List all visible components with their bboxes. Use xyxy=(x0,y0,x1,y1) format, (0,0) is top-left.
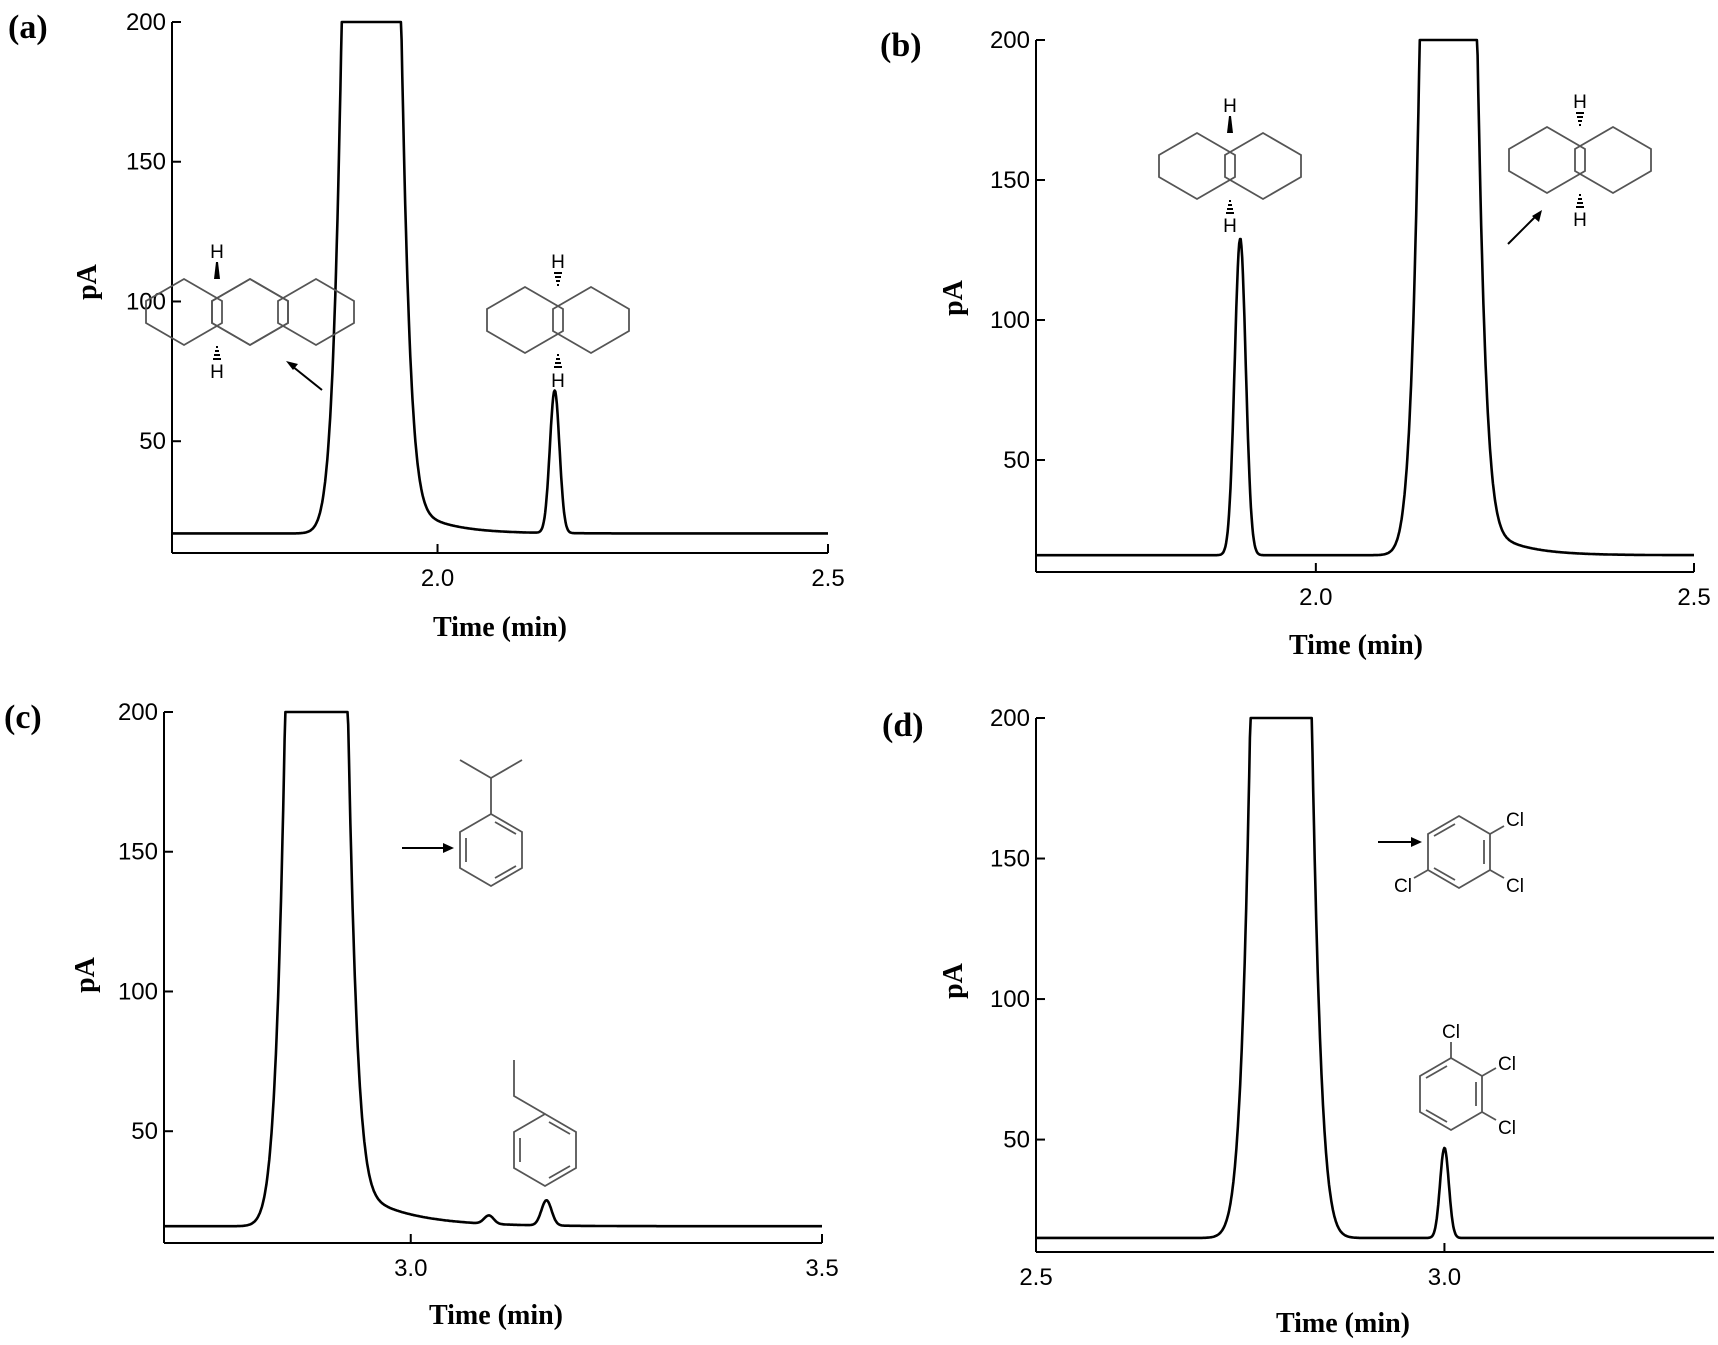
arrow-d-124 xyxy=(1378,837,1422,847)
panel-d: (d) 50 100 150 200 2.5 3.0 Time (min) pA Cl C… xyxy=(882,705,1715,1339)
y-tick-label: 150 xyxy=(990,846,1030,873)
panel-label-c: (c) xyxy=(4,699,42,736)
y-tick-label: 50 xyxy=(139,428,166,455)
atom-label-h-bottom-a: H xyxy=(210,362,224,383)
y-tick-label: 200 xyxy=(990,705,1030,732)
x-tick-label: 3.0 xyxy=(1428,1264,1461,1291)
x-tick-label: 2.0 xyxy=(1299,584,1332,611)
y-tick-label: 100 xyxy=(118,978,158,1005)
chromatogram-trace-b xyxy=(1035,38,1695,557)
atom-label-h-bottom-b2: H xyxy=(1573,210,1587,231)
x-axis-title-a: Time (min) xyxy=(433,612,567,643)
atom-label-cl-1-d: Cl xyxy=(1506,810,1524,831)
y-axis-title-c: pA xyxy=(70,956,101,993)
x-axis-title-b: Time (min) xyxy=(1289,630,1423,661)
structure-trans-decalin-b: H H xyxy=(1158,96,1302,237)
y-axis-title-b: pA xyxy=(938,279,969,316)
axes-c: 50 100 150 200 3.0 3.5 xyxy=(118,699,839,1282)
y-tick-label: 150 xyxy=(126,149,166,176)
x-tick-label: 3.0 xyxy=(394,1255,427,1282)
atom-label-cl-2-d2: Cl xyxy=(1498,1054,1516,1075)
x-axis-title-c: Time (min) xyxy=(429,1300,563,1331)
y-tick-label: 200 xyxy=(118,699,158,726)
axes-d: 50 100 150 200 2.5 3.0 xyxy=(990,705,1714,1291)
y-tick-label: 150 xyxy=(118,839,158,866)
x-tick-label: 3.5 xyxy=(805,1255,838,1282)
y-tick-label: 100 xyxy=(990,307,1030,334)
atom-label-cl-3-d2: Cl xyxy=(1498,1118,1516,1139)
atom-label-cl-3-d: Cl xyxy=(1394,876,1412,897)
structure-trans-decalin-a: H H xyxy=(486,252,630,392)
atom-label-h-top-b: H xyxy=(1223,96,1237,117)
x-tick-label: 2.5 xyxy=(1019,1264,1052,1291)
y-tick-label: 150 xyxy=(990,167,1030,194)
structure-124-trichlorobenzene: Cl Cl Cl xyxy=(1394,810,1524,897)
x-tick-label: 2.5 xyxy=(1677,584,1710,611)
y-tick-label: 50 xyxy=(131,1118,158,1145)
panel-label-d: (d) xyxy=(882,707,924,744)
panel-b: (b) 50 100 150 200 2.0 2.5 Time (min) pA H H xyxy=(880,27,1711,661)
atom-label-h-top-b2: H xyxy=(1573,92,1587,113)
arrow-b-cis xyxy=(1507,210,1542,245)
chromatogram-trace-a xyxy=(171,20,829,535)
y-tick-label: 100 xyxy=(990,986,1030,1013)
x-tick-label: 2.0 xyxy=(421,565,454,592)
arrow-a-cis xyxy=(286,361,323,391)
panel-c: (c) 50 100 150 200 3.0 3.5 Time (min) pA xyxy=(4,699,839,1331)
atom-label-h-bottom-a2: H xyxy=(551,371,565,392)
chromatogram-trace-d xyxy=(1035,716,1715,1240)
chromatogram-trace-c xyxy=(163,710,823,1228)
panel-label-b: (b) xyxy=(880,27,922,64)
x-tick-label: 2.5 xyxy=(811,565,844,592)
y-axis-title-a: pA xyxy=(72,263,103,300)
atom-label-cl-1-d2: Cl xyxy=(1442,1022,1460,1043)
structure-n-propylbenzene xyxy=(513,1060,577,1188)
atom-label-h-top-a: H xyxy=(210,242,224,263)
structure-isopropylbenzene xyxy=(459,759,523,888)
structure-123-trichlorobenzene: Cl Cl Cl xyxy=(1419,1022,1516,1139)
y-axis-title-d: pA xyxy=(938,962,969,999)
y-tick-label: 50 xyxy=(1003,1127,1030,1154)
x-axis-title-d: Time (min) xyxy=(1276,1308,1410,1339)
atom-label-cl-2-d: Cl xyxy=(1506,876,1524,897)
structure-cis-decalin-a: H H xyxy=(145,242,355,383)
atom-label-h-bottom-b: H xyxy=(1223,216,1237,237)
panel-label-a: (a) xyxy=(8,9,48,46)
arrow-c-isopropyl xyxy=(402,843,454,853)
axes-b: 50 100 150 200 2.0 2.5 xyxy=(990,27,1711,611)
structure-cis-decalin-b: H H xyxy=(1508,92,1652,231)
atom-label-h-top-a2: H xyxy=(551,252,565,273)
y-tick-label: 50 xyxy=(1003,447,1030,474)
y-tick-label: 200 xyxy=(126,9,166,36)
y-tick-label: 200 xyxy=(990,27,1030,54)
